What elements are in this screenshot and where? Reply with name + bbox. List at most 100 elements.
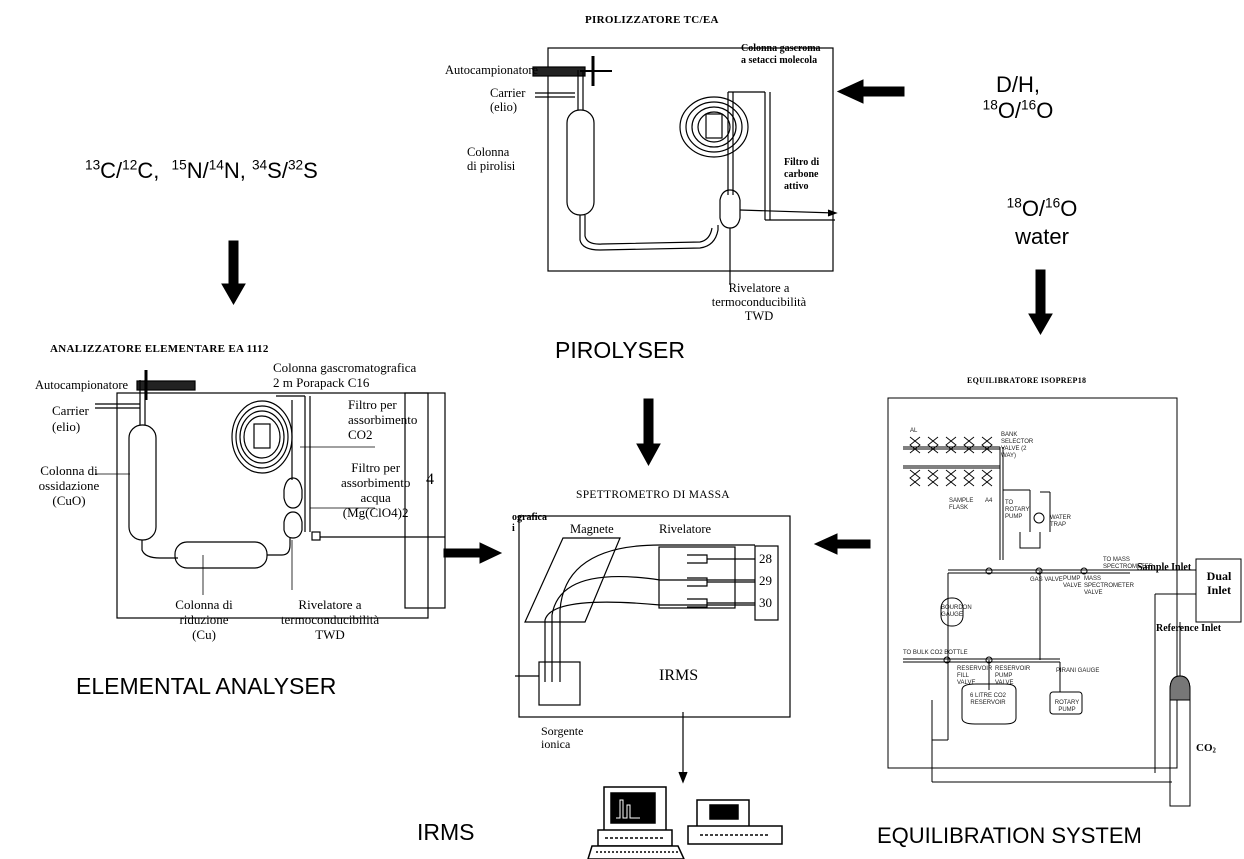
pyrolyser-autosampler-bar — [533, 67, 585, 76]
eq-gas-valve-label: GAS VALVE — [1030, 577, 1063, 584]
s-text: S/ — [267, 158, 288, 183]
ion-source-label: Sorgente ionica — [541, 725, 583, 751]
eq-water-trap-label: WATER TRAP — [1050, 515, 1072, 529]
pyrolyser-autosampler-label: Autocampionatore — [445, 63, 538, 77]
eq-sample-flask-label: SAMPLE FLASK — [949, 498, 973, 512]
pyrolysis-column-line2: di pirolisi — [467, 159, 515, 173]
magnet-shape — [525, 538, 620, 622]
mass-spec-cut-line2: i — [512, 523, 547, 534]
eq-reservoir-label: 6 LITRE CO2 RESERVOIR — [968, 693, 1008, 707]
irms-caption: IRMS — [417, 819, 475, 846]
s32-superscript: 32 — [288, 158, 303, 173]
eq-al-label: AL — [910, 428, 917, 435]
water-filter-line2: assorbimento — [341, 475, 410, 490]
co2-text: CO — [1196, 742, 1213, 754]
c12-superscript: 12 — [122, 158, 137, 173]
elemental-autosampler-label: Autocampionatore — [35, 378, 128, 392]
mass-spec-cut-label: ografica i — [512, 512, 547, 534]
pyrolyser-detector-label: Rivelatore a termoconducibilità TWD — [704, 281, 814, 323]
eq-pirani-label: PIRANI GAUGE — [1056, 668, 1099, 675]
c-comma: C, — [137, 158, 159, 183]
computer-illustration — [588, 787, 782, 859]
oxidation-line1: Colonna di — [32, 463, 106, 478]
eq-reservoir-fill-label: RESERVOIR FILL VALVE — [957, 666, 983, 687]
eq-a4-label: A4 — [985, 498, 992, 505]
c-text: C/ — [100, 158, 122, 183]
water-oxygen-line: 18O/16O — [982, 195, 1102, 223]
elemental-detector-line3: TWD — [260, 627, 400, 642]
equilibration-header: EQUILIBRATORE ISOPREP18 — [967, 376, 1086, 385]
elemental-gc-column-label: Colonna gascromatografica 2 m Porapack C… — [273, 360, 416, 390]
pyrolyser-carrier-text: Carrier — [490, 86, 525, 100]
elemental-detector-line1: Rivelatore a — [260, 597, 400, 612]
detector-label: Rivelatore — [659, 522, 711, 536]
arrow-right-elemental — [444, 543, 501, 563]
co2-filter-line2: assorbimento — [348, 412, 417, 427]
water-o-text: O/ — [1022, 196, 1045, 221]
arrow-left-pyrolyser — [838, 80, 904, 103]
reduction-column — [175, 542, 267, 568]
reduction-column-label: Colonna di riduzione (Cu) — [166, 597, 242, 642]
pyrolysis-column — [567, 110, 594, 215]
sample-inlet-label: Sample Inlet — [1137, 561, 1191, 574]
water-line: water — [982, 223, 1102, 251]
arrow-down-elemental — [222, 241, 245, 304]
pyrolyser-filter-line2: carbone — [784, 169, 819, 181]
mass-30-label: 30 — [759, 596, 772, 610]
water-o18-superscript: 18 — [1007, 196, 1022, 211]
reduction-line3: (Cu) — [166, 627, 242, 642]
mass-spec-header: SPETTROMETRO DI MASSA — [576, 489, 730, 501]
eq-bank-selector-label: BANK SELECTOR VALVE (2 WAY) — [1001, 432, 1036, 460]
pyrolysis-column-line1: Colonna — [467, 145, 515, 159]
eq-pump-valve-label: PUMP VALVE — [1063, 576, 1083, 590]
n-text: N/ — [187, 158, 209, 183]
oxidation-line2: ossidazione — [32, 478, 106, 493]
pyrolyser-header: PIROLIZZATORE TC/EA — [585, 14, 719, 26]
mass-spec-cut-line1: ografica — [512, 512, 547, 523]
eq-to-mass-spec-label: TO MASS SPECTROMETER — [1103, 557, 1137, 571]
eq-reservoir-pump-label: RESERVOIR PUMP VALVE — [995, 666, 1029, 687]
pyrolysis-column-label: Colonna di pirolisi — [467, 145, 515, 173]
pyrolyser-filter-line3: attivo — [784, 181, 819, 193]
water-o-text-end: O — [1060, 196, 1077, 221]
pyrolyser-filter-line1: Filtro di — [784, 157, 819, 169]
co2-filter-line1: Filtro per — [348, 397, 417, 412]
pyrolyser-detector-line3: TWD — [704, 309, 814, 323]
pyrolyser-gc-column-label: Colonna gascroma a setacci molecola — [741, 43, 821, 67]
ion-source-line2: ionica — [541, 738, 583, 751]
mass-28-label: 28 — [759, 552, 772, 566]
pyrolyser-filter-label: Filtro di carbone attivo — [784, 157, 819, 193]
elemental-caption: ELEMENTAL ANALYSER — [76, 673, 336, 700]
water-o16-superscript: 16 — [1045, 196, 1060, 211]
equilibration-caption: EQUILIBRATION SYSTEM — [877, 823, 1142, 849]
arrow-left-equilibration — [815, 534, 870, 554]
n15-superscript: 15 — [172, 158, 187, 173]
dual-inlet-line2: Inlet — [1200, 583, 1238, 597]
eq-rotary-pump-arrow-label: TO ROTARY PUMP — [1005, 500, 1029, 521]
elemental-carrier-gas: (elio) — [52, 419, 89, 435]
water-filter-line4: (Mg(ClO4)2 — [341, 505, 410, 520]
arrow-down-pyrolyser — [637, 399, 660, 465]
mass-spec-center-label: IRMS — [659, 667, 698, 685]
elemental-carrier-label: Carrier (elio) — [52, 403, 89, 435]
pyrolyser-carrier-label: Carrier (elio) — [490, 86, 525, 114]
equilibration-schematic — [888, 398, 1241, 806]
o-text: O/ — [998, 98, 1021, 123]
reduction-line1: Colonna di — [166, 597, 242, 612]
n14-superscript: 14 — [209, 158, 224, 173]
water-filter-label: Filtro per assorbimento acqua (Mg(ClO4)2 — [341, 460, 410, 520]
dual-inlet-line1: Dual — [1200, 569, 1238, 583]
water-filter-line3: acqua — [341, 490, 410, 505]
dual-inlet-label: Dual Inlet — [1200, 569, 1238, 597]
magnet-label: Magnete — [570, 522, 614, 536]
o18-superscript: 18 — [983, 98, 998, 113]
s-text-end: S — [303, 158, 318, 183]
elemental-gc-line1: Colonna gascromatografica — [273, 360, 416, 375]
co2-filter-line3: CO2 — [348, 427, 417, 442]
s34-superscript: 34 — [252, 158, 267, 173]
co2-cylinder-label: CO2 — [1196, 742, 1216, 755]
dh-oxygen-line: 18O/16O — [958, 98, 1078, 124]
oxidation-column — [129, 425, 156, 540]
reference-inlet-label: Reference Inlet — [1156, 622, 1221, 635]
